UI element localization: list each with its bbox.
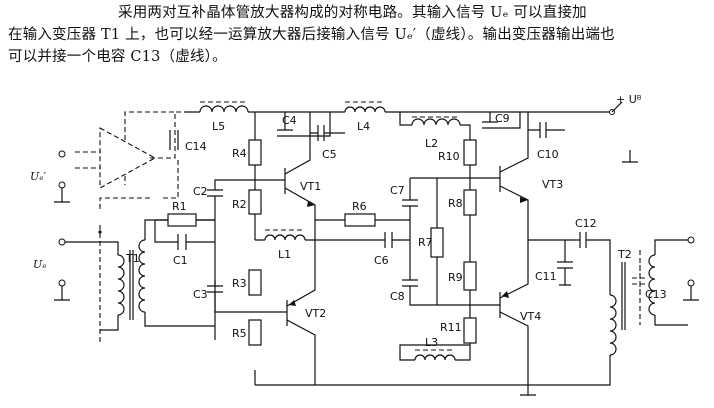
label-c6: C6: [374, 254, 389, 267]
label-vt2: VT2: [305, 307, 326, 320]
resistor-r9: [463, 261, 477, 291]
capacitor-c3: [207, 280, 255, 313]
ground-icon: [683, 286, 699, 301]
description-line-2: 在输入变压器 T1 上，也可以经一运算放大器后接输入信号 Uₑ′（虚线）。输出变…: [8, 27, 615, 43]
capacitor-c5: [310, 125, 345, 141]
label-c9: C9: [495, 112, 510, 125]
resistor-r1: [155, 213, 215, 227]
label-l4: L4: [357, 120, 370, 133]
capacitor-c12: [579, 232, 611, 295]
label-l2: L2: [425, 137, 438, 150]
label-l5: L5: [212, 120, 225, 133]
label-r5: R5: [232, 327, 247, 340]
label-c4: C4: [282, 114, 297, 127]
label-vt3: VT3: [542, 178, 563, 191]
label-r4: R4: [232, 147, 247, 160]
label-c8: C8: [390, 290, 405, 303]
label-c10: C10: [537, 148, 559, 161]
resistor-r3: [248, 269, 262, 296]
inductor-l4: [344, 101, 386, 113]
label-r11: R11: [440, 321, 462, 334]
inductor-l1: [264, 229, 306, 241]
input-opamp-label: Uₑ′: [30, 170, 47, 183]
label-r9: R9: [448, 271, 463, 284]
transistor-vt2: [255, 240, 316, 385]
capacitor-c1: [154, 220, 215, 250]
label-c12: C12: [575, 217, 597, 230]
label-c11: C11: [535, 270, 557, 283]
description-line-3: 可以并接一个电容 C13（虚线）。: [8, 49, 227, 65]
inductor-l2: [411, 116, 461, 126]
ground-rail: [255, 384, 536, 396]
output-terminal[interactable]: [687, 236, 695, 244]
inductor-l5: [199, 101, 249, 113]
resistor-r10: [463, 139, 477, 166]
transistor-vt3: [470, 112, 529, 240]
input-direct-label: Uₑ: [33, 258, 47, 271]
description-line-1: 采用两对互补晶体管放大器构成的对称电路。其输入信号 Uₑ 可以直接加: [118, 5, 587, 21]
capacitor-c11: [557, 240, 573, 286]
resistor-r11: [463, 317, 477, 344]
inductor-l3: [414, 349, 456, 361]
capacitor-c9: [482, 112, 521, 129]
label-r3: R3: [232, 277, 247, 290]
label-t1: T1: [125, 252, 140, 265]
ground-icon: [622, 150, 638, 163]
resistor-r2: [248, 189, 262, 215]
input-terminal-opamp[interactable]: [58, 150, 66, 158]
label-r10: R10: [438, 150, 460, 163]
label-c3: C3: [193, 288, 208, 301]
label-c5: C5: [322, 148, 337, 161]
supply-label: + Uᴮ: [616, 93, 642, 106]
ground-icon: [54, 188, 70, 203]
label-c1: C1: [173, 254, 188, 267]
label-c13: C13: [645, 288, 667, 301]
capacitor-c6: [315, 232, 410, 248]
ground-icon: [54, 286, 70, 301]
label-r6: R6: [352, 200, 367, 213]
label-c14: C14: [185, 140, 207, 153]
label-c7: C7: [390, 184, 405, 197]
opamp-dashed: [75, 111, 185, 212]
label-l3: L3: [425, 336, 438, 349]
input-terminal-direct-ground[interactable]: [58, 279, 66, 287]
capacitor-c10: [528, 122, 565, 138]
label-c2: C2: [193, 185, 208, 198]
capacitor-c4: [277, 112, 331, 137]
resistor-r5: [248, 319, 262, 346]
label-r2: R2: [232, 198, 247, 211]
input-terminal-direct[interactable]: [58, 238, 66, 246]
transistor-vt4: [470, 240, 529, 385]
resistor-r7: [430, 227, 444, 258]
transistor-vt1: [255, 112, 316, 240]
supply-rail: [185, 101, 623, 115]
label-l1: L1: [278, 248, 291, 261]
output-terminal-ground[interactable]: [687, 279, 695, 287]
capacitor-c2: [207, 179, 255, 200]
label-vt1: VT1: [300, 180, 321, 193]
label-t2: T2: [617, 248, 632, 261]
label-r7: R7: [418, 236, 433, 249]
resistor-r6: [315, 213, 410, 227]
transformer-t2: [528, 239, 688, 386]
label-r1: R1: [172, 200, 187, 213]
label-r8: R8: [448, 197, 463, 210]
input-terminal-opamp-ground[interactable]: [58, 181, 66, 189]
transformer-t1: [65, 219, 215, 345]
label-vt4: VT4: [520, 310, 541, 323]
resistor-r4: [248, 139, 262, 166]
resistor-r8: [463, 189, 477, 216]
